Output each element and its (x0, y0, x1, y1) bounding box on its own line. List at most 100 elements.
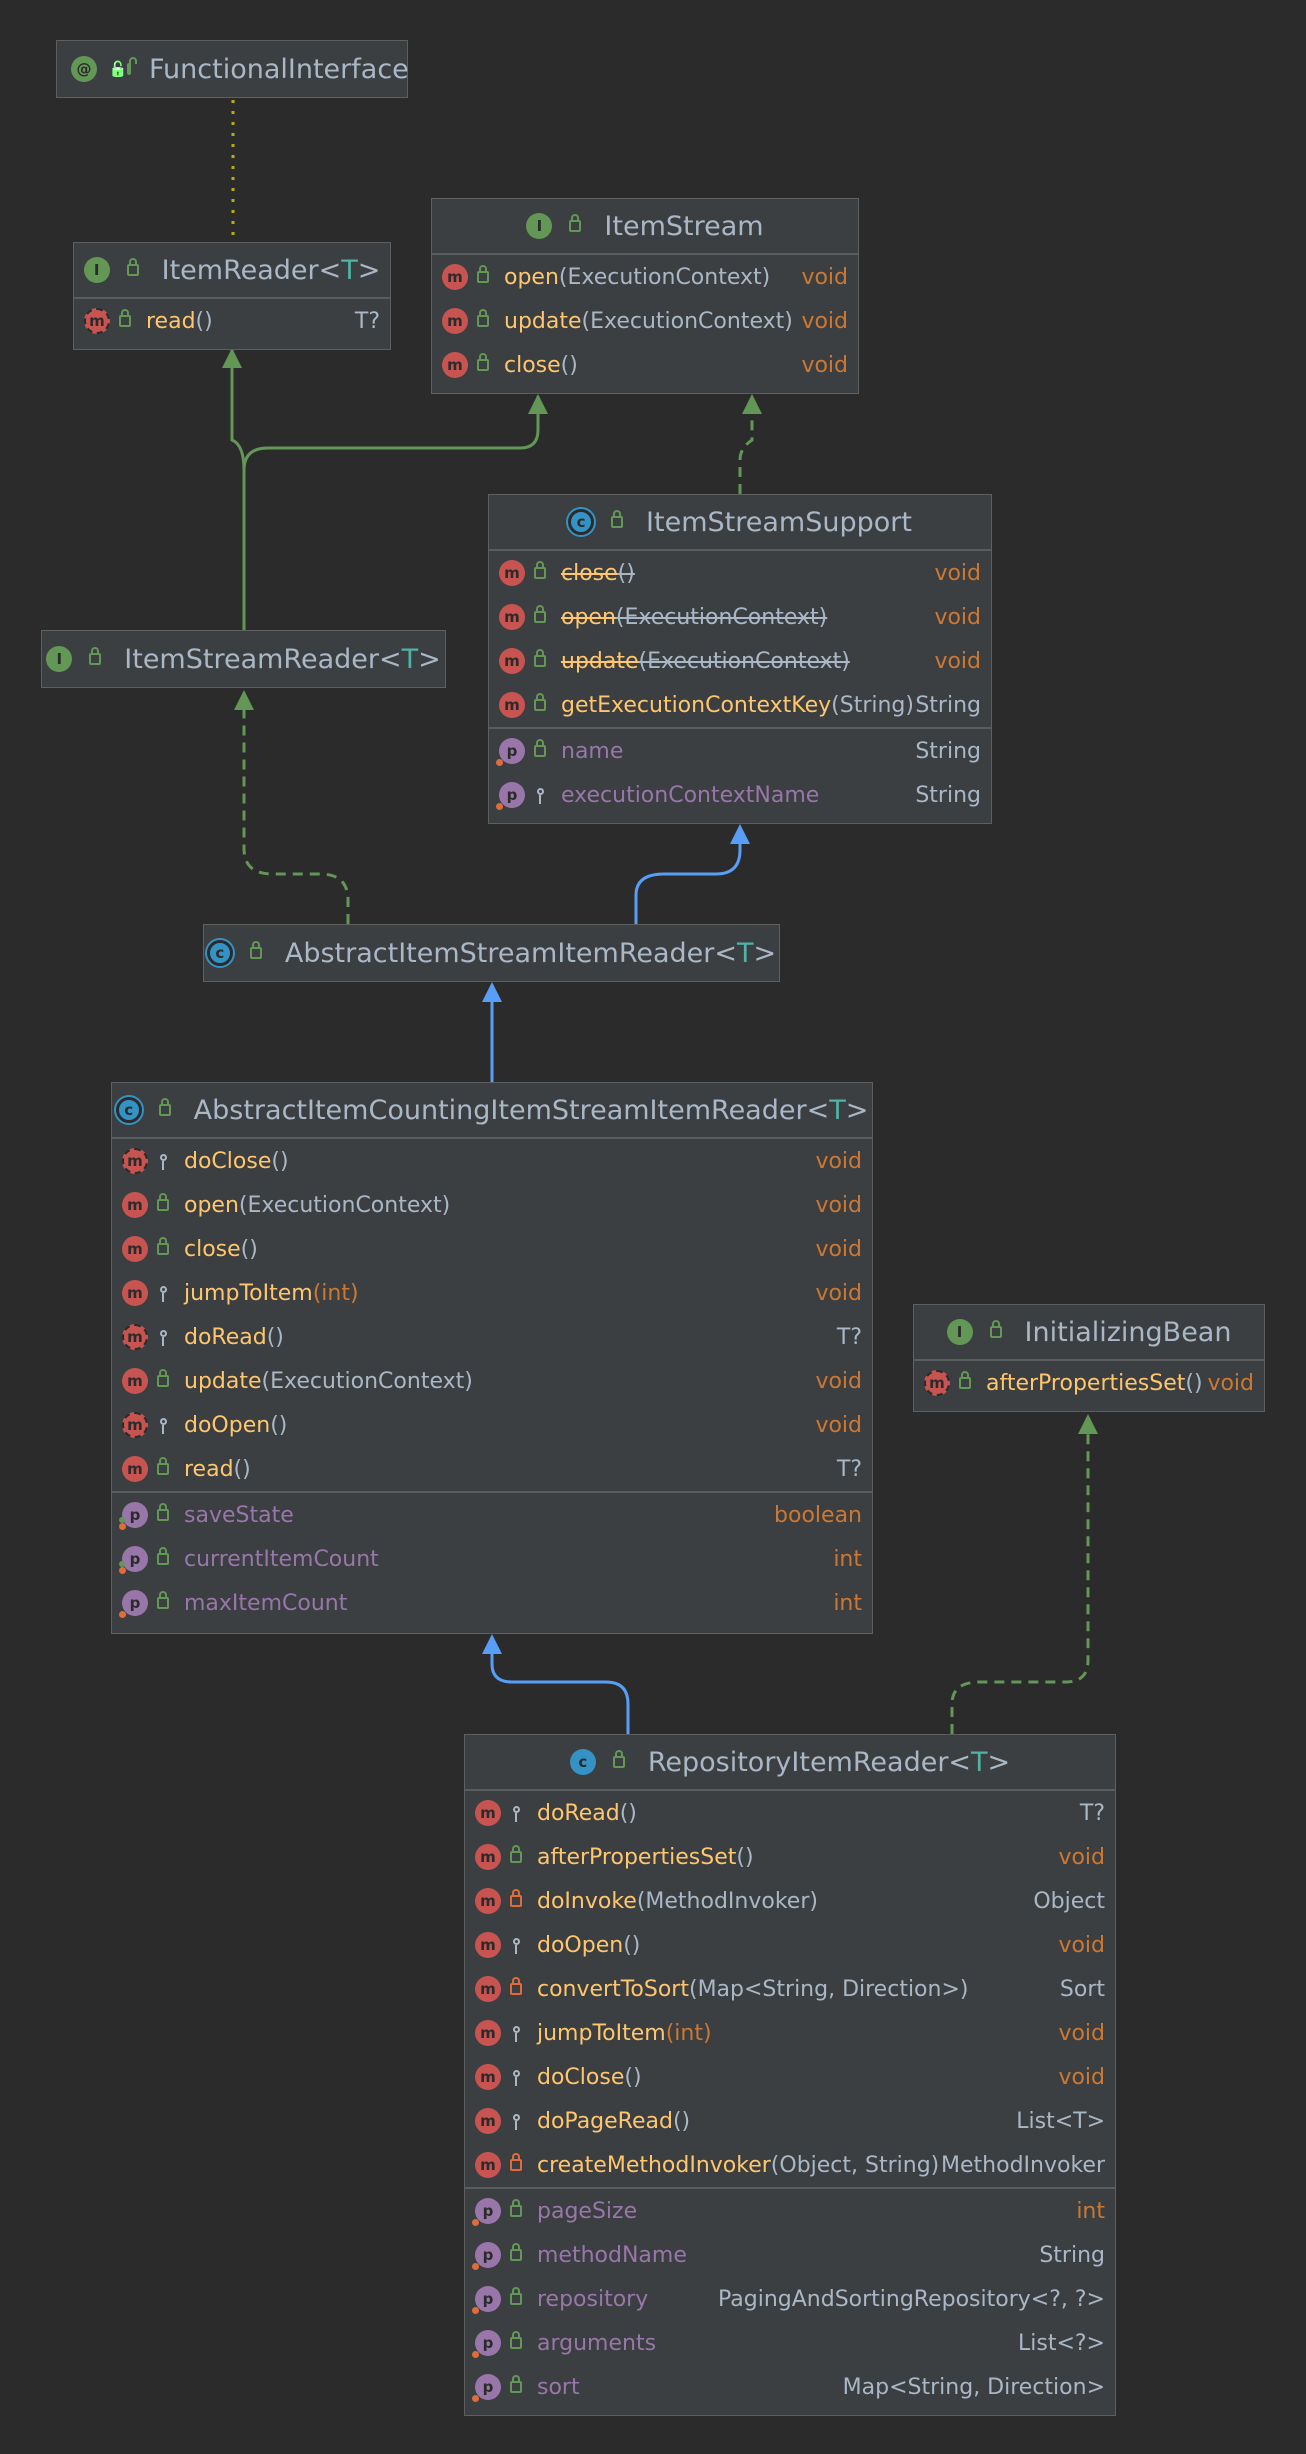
field-icon: p (119, 1502, 148, 1530)
field-row[interactable]: p repository PagingAndSortingRepository<… (465, 2277, 1115, 2321)
field-name: methodName (537, 2242, 687, 2268)
return-type: void (801, 308, 848, 334)
edge-support-to-itemstream (738, 412, 754, 494)
method-row[interactable]: m update(ExecutionContext) void (432, 299, 858, 343)
protected-icon (507, 2024, 525, 2042)
method-row[interactable]: m doRead() T? (112, 1315, 872, 1359)
field-row[interactable]: p methodName String (465, 2233, 1115, 2277)
field-row[interactable]: p maxItemCount int (112, 1581, 872, 1625)
public-icon (474, 353, 492, 374)
method-row[interactable]: m read() T? (112, 1447, 872, 1491)
method-params: () (233, 1456, 251, 1482)
method-name: close (504, 352, 561, 378)
method-row[interactable]: m close() void (112, 1227, 872, 1271)
method-icon: m (442, 264, 468, 290)
field-row[interactable]: p executionContextName String (489, 773, 991, 817)
method-name: doOpen (537, 1932, 624, 1958)
item-stream-support-node[interactable]: c ItemStreamSupport m close() void m ope… (488, 494, 992, 824)
abstract-item-stream-item-reader-node[interactable]: c AbstractItemStreamItemReader<T> (203, 924, 780, 982)
method-row[interactable]: m afterPropertiesSet() void (914, 1361, 1264, 1405)
field-row[interactable]: p name String (489, 727, 991, 773)
field-icon: p (472, 2286, 501, 2314)
method-params: (ExecutionContext) (581, 308, 793, 334)
method-params: () (617, 560, 635, 586)
return-type: Sort (1059, 1976, 1105, 2002)
method-icon: m (442, 352, 468, 378)
method-icon: m (475, 1844, 501, 1870)
method-row[interactable]: m getExecutionContextKey(String) String (489, 683, 991, 727)
method-row[interactable]: m open(ExecutionContext) void (432, 255, 858, 299)
method-row[interactable]: m close() void (432, 343, 858, 387)
method-params: (Object, String) (770, 2152, 940, 2178)
item-stream-node[interactable]: I ItemStream m open(ExecutionContext) vo… (431, 198, 859, 394)
item-reader-node[interactable]: I ItemReader<T> m read() T? (73, 242, 391, 350)
return-type: void (1058, 1932, 1105, 1958)
field-row[interactable]: p sort Map<String, Direction> (465, 2365, 1115, 2409)
public-icon (247, 941, 265, 962)
item-stream-reader-node[interactable]: I ItemStreamReader<T> (41, 630, 446, 688)
method-row[interactable]: m doClose() void (112, 1139, 872, 1183)
method-row[interactable]: m doPageRead() List<T> (465, 2099, 1115, 2143)
field-row[interactable]: p arguments List<?> (465, 2321, 1115, 2365)
method-icon: m (122, 1280, 148, 1306)
method-name: open (184, 1192, 239, 1218)
method-params: () (736, 1844, 754, 1870)
return-type: T? (836, 1324, 862, 1350)
field-row[interactable]: p currentItemCount int (112, 1537, 872, 1581)
method-name: afterPropertiesSet (986, 1370, 1186, 1396)
package-private-icon (531, 786, 549, 804)
repository-item-reader-node[interactable]: c RepositoryItemReader<T> m doRead() T? … (464, 1734, 1116, 2416)
return-type: void (815, 1280, 862, 1306)
method-row[interactable]: m doInvoke(MethodInvoker) Object (465, 1879, 1115, 1923)
method-params: () (619, 1800, 637, 1826)
method-row[interactable]: m update(ExecutionContext) void (112, 1359, 872, 1403)
initializing-bean-node[interactable]: I InitializingBean m afterPropertiesSet(… (913, 1304, 1265, 1412)
public-icon (154, 1457, 172, 1478)
protected-icon (507, 1936, 525, 1954)
method-row[interactable]: m doOpen() void (112, 1403, 872, 1447)
private-icon (507, 1977, 525, 1998)
method-params: () (195, 308, 213, 334)
method-icon: m (499, 604, 525, 630)
arrow-head (482, 1634, 502, 1654)
method-icon: m (122, 1192, 148, 1218)
method-name: doRead (537, 1800, 620, 1826)
method-name: doInvoke (537, 1888, 637, 1914)
method-icon: m (499, 560, 525, 586)
method-row[interactable]: m read() T? (74, 299, 390, 343)
method-row[interactable]: m doOpen() void (465, 1923, 1115, 1967)
arrow-head (234, 690, 254, 710)
abstract-class-icon: c (568, 509, 595, 535)
field-icon: p (496, 782, 525, 810)
method-name: createMethodInvoker (537, 2152, 771, 2178)
method-row[interactable]: m doRead() T? (465, 1791, 1115, 1835)
public-icon (154, 1591, 172, 1612)
return-type: T? (836, 1456, 862, 1482)
method-row[interactable]: m convertToSort(Map<String, Direction>) … (465, 1967, 1115, 2011)
method-row[interactable]: m jumpToItem(int) void (465, 2011, 1115, 2055)
interface-icon: I (526, 213, 553, 239)
public-icon (507, 2287, 525, 2308)
method-row[interactable]: m doClose() void (465, 2055, 1115, 2099)
functional-interface-node[interactable]: @ FunctionalInterface (56, 40, 409, 98)
field-row[interactable]: p pageSize int (465, 2187, 1115, 2233)
field-row[interactable]: p saveState boolean (112, 1491, 872, 1537)
abstract-method-icon: m (924, 1370, 950, 1396)
edge-abstract-to-streamreader (242, 706, 350, 924)
return-type: void (934, 604, 981, 630)
abstract-counting-reader-node[interactable]: c AbstractItemCountingItemStreamItemRead… (111, 1082, 873, 1634)
edge-repo-to-initializingbean (950, 1432, 1090, 1734)
method-row[interactable]: m createMethodInvoker(Object, String) Me… (465, 2143, 1115, 2187)
abstract-method-icon: m (122, 1324, 148, 1350)
method-row[interactable]: m jumpToItem(int) void (112, 1271, 872, 1315)
method-row[interactable]: m close() void (489, 551, 991, 595)
method-row[interactable]: m open(ExecutionContext) void (489, 595, 991, 639)
return-type: T? (1079, 1800, 1105, 1826)
field-name: maxItemCount (184, 1590, 348, 1616)
method-row[interactable]: m open(ExecutionContext) void (112, 1183, 872, 1227)
method-params: () (266, 1324, 284, 1350)
method-icon: m (442, 308, 468, 334)
method-row[interactable]: m update(ExecutionContext) void (489, 639, 991, 683)
method-row[interactable]: m afterPropertiesSet() void (465, 1835, 1115, 1879)
return-type: void (815, 1412, 862, 1438)
